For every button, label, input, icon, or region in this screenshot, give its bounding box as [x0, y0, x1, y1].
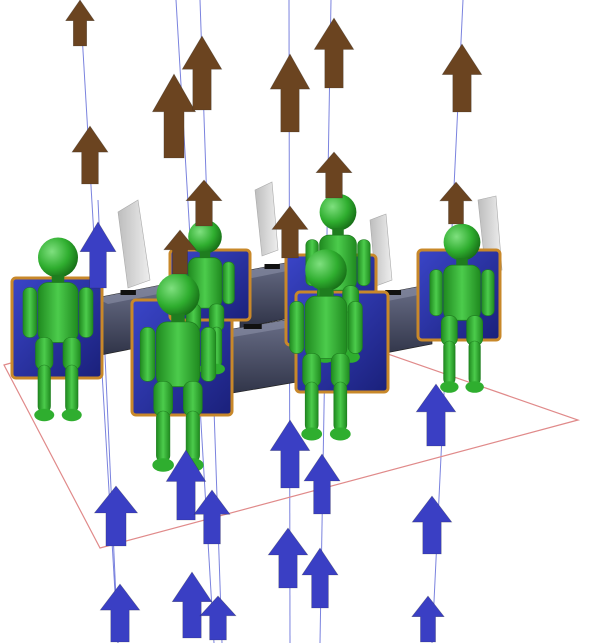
occupant-neck [332, 228, 344, 238]
supply-arrow [301, 547, 339, 609]
desk-slot [385, 290, 402, 295]
arrow-layer [65, 0, 483, 643]
desk-slot [264, 264, 280, 269]
occupant-arm [78, 287, 94, 338]
occupant-shin [304, 381, 319, 432]
occupant [22, 237, 94, 422]
supply-arrow [411, 595, 445, 643]
exhaust-arrow [163, 229, 197, 275]
occupant-neck [456, 258, 468, 268]
supply-arrow [269, 419, 311, 489]
exhaust-arrow [151, 73, 197, 159]
occupant-arm [222, 261, 235, 305]
occupant-arm [200, 326, 217, 382]
occupant-shin [468, 340, 481, 386]
occupant-arm [139, 326, 156, 382]
occupant-shin [443, 340, 456, 386]
occupant-foot [301, 427, 323, 441]
occupant-torso [155, 321, 200, 388]
occupant [139, 273, 217, 472]
occupant-torso [304, 295, 348, 360]
occupant-arm [357, 239, 371, 286]
occupant-arm [429, 269, 443, 317]
occupant-shin [65, 364, 79, 413]
occupant-neck [51, 275, 65, 285]
supply-arrow [415, 383, 457, 447]
occupant-arm [481, 269, 495, 317]
desk-slot [243, 324, 262, 329]
exhaust-arrow [65, 0, 95, 47]
supply-arrow [199, 595, 237, 641]
occupant-foot [329, 427, 351, 441]
supply-arrow [165, 449, 207, 521]
occupant-neck [319, 288, 333, 299]
supply-arrow [411, 495, 453, 555]
occupant-foot [34, 408, 55, 422]
occupant-foot [465, 381, 484, 393]
supply-arrow [99, 583, 141, 643]
occupant-torso [37, 282, 79, 343]
exhaust-arrow [269, 53, 311, 133]
occupant-shin [333, 381, 348, 432]
supply-arrow [303, 453, 341, 515]
exhaust-arrow [439, 181, 473, 225]
supply-arrow [79, 221, 117, 289]
occupant-arm [22, 287, 38, 338]
occupant-torso [443, 264, 481, 321]
supply-arrow [171, 571, 213, 639]
occupant-head [188, 219, 222, 254]
occupant-head [319, 193, 357, 231]
exhaust-arrow [313, 17, 355, 89]
exhaust-arrow [441, 43, 483, 113]
occupant-neck [199, 251, 211, 260]
occupant-head [305, 249, 347, 291]
occupant-foot [61, 408, 82, 422]
occupant-shin [37, 364, 51, 413]
supply-arrow [93, 485, 139, 547]
desk-slot [120, 290, 136, 295]
occupant-shin [156, 410, 171, 463]
exhaust-arrow [271, 205, 309, 259]
occupant-neck [171, 313, 185, 325]
occupant-head [38, 237, 78, 278]
supply-arrow [193, 489, 231, 545]
occupant [289, 249, 363, 441]
occupant-head [156, 273, 200, 317]
partition-panel [117, 199, 151, 289]
occupant-foot [152, 458, 174, 472]
exhaust-arrow [185, 179, 223, 227]
partition-panel [254, 181, 279, 257]
occupant-layer [22, 193, 495, 472]
occupant-head [443, 223, 481, 261]
supply-arrow [267, 527, 309, 589]
occupant [429, 223, 495, 393]
exhaust-arrow [181, 35, 223, 111]
occupant-foot [440, 381, 459, 393]
exhaust-arrow [315, 151, 353, 199]
occupant-arm [289, 301, 305, 354]
exhaust-arrow [71, 125, 109, 185]
occupant-arm [347, 301, 363, 354]
